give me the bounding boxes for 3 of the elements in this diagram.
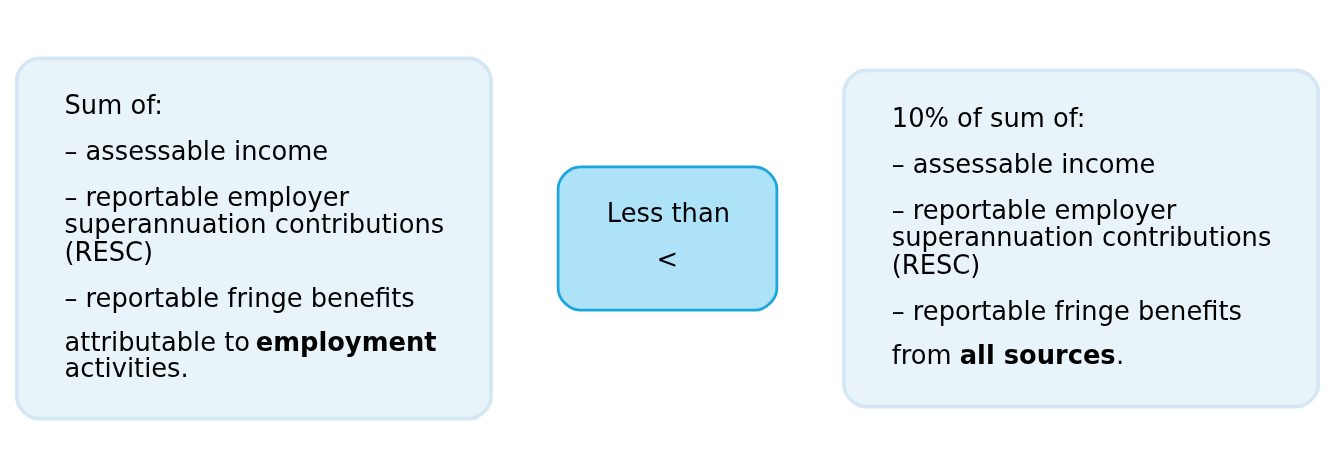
node-box: Less than < <box>556 164 779 312</box>
node-box: 10% of sum of: – assessable income – reportable employer superannuation contributions (RESC) – reportable fringe benefits from all sources. <box>842 67 1321 409</box>
node-box: Sum of: – assessable income – reportable employer superannuation contributions (RESC) – reportable fringe benefits attributable to employment activities. <box>14 56 493 420</box>
